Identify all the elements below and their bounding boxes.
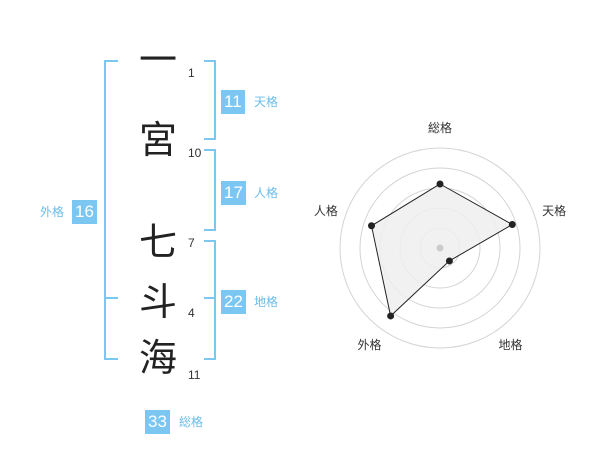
name-char-2: 宮 (138, 118, 177, 162)
stroke-count-3: 7 (188, 236, 195, 250)
radar-axis-label-5: 人格 (314, 203, 338, 218)
radar-point-1 (436, 180, 444, 188)
radar-axis-label-2: 天格 (542, 203, 566, 218)
stroke-count-2: 10 (188, 146, 202, 160)
radar-axis-label-1: 総格 (428, 120, 452, 135)
stroke-count-4: 4 (188, 306, 195, 320)
name-char-3: 七 (138, 220, 177, 264)
radar-point-4 (387, 312, 395, 320)
gaikaku-value-badge: 16 (72, 200, 97, 224)
soukaku-label: 総格 (179, 415, 204, 429)
chikaku-value-badge: 22 (221, 290, 246, 314)
chikaku-bracket-divider (204, 297, 216, 299)
radar-point-5 (368, 222, 376, 230)
name-char-1: 一 (138, 38, 177, 82)
jinkaku-label: 人格 (254, 186, 279, 200)
name-char-4: 斗 (138, 280, 177, 324)
stroke-count-5: 11 (188, 368, 201, 382)
radar-point-3 (445, 257, 453, 265)
tenkaku-label: 天格 (254, 95, 279, 109)
radar-axis-label-4: 外格 (357, 337, 381, 352)
stroke-count-1: 1 (188, 66, 195, 80)
name-char-5: 海 (138, 336, 177, 380)
radar-axis-label-3: 地格 (498, 337, 522, 352)
tenkaku-bracket (204, 60, 216, 140)
radar-point-2 (508, 221, 516, 229)
gaikaku-bracket-divider (104, 297, 118, 299)
radar-ring-4 (359, 167, 521, 329)
jinkaku-bracket (204, 149, 216, 231)
gaikaku-bracket (104, 60, 118, 360)
chikaku-label: 地格 (254, 295, 279, 309)
soukaku-value-badge: 33 (145, 410, 170, 434)
radar-center-dot (436, 244, 444, 252)
radar-data-points (368, 180, 516, 320)
tenkaku-value-badge: 11 (221, 90, 245, 114)
jinkaku-value-badge: 17 (221, 181, 246, 205)
gaikaku-label: 外格 (40, 205, 65, 219)
chikaku-bracket (204, 240, 216, 360)
